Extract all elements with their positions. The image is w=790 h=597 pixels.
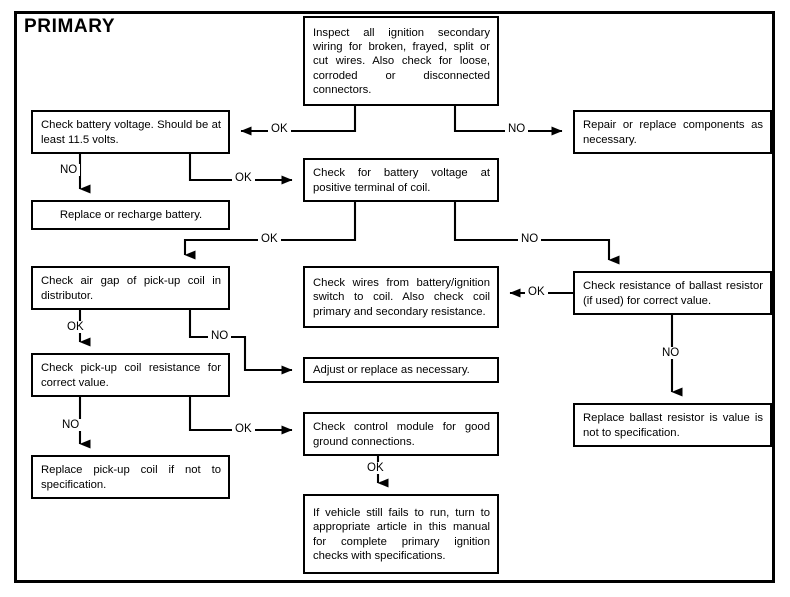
node-replace-pickup-coil[interactable]: Replace pick-up coil if not to specifica… — [31, 455, 230, 499]
edge-label-airgap-to-pickup-res: OK — [64, 321, 87, 333]
node-check-coil-positive-terminal[interactable]: Check for battery voltage at positive te… — [303, 158, 499, 202]
edge-label-ballast-to-check-wires: OK — [525, 286, 548, 298]
edge-label-ballast-to-replace: NO — [659, 347, 683, 359]
edge-label-inspect-to-repair: NO — [505, 123, 529, 135]
node-replace-ballast-resistor[interactable]: Replace ballast resistor is value is not… — [573, 403, 772, 447]
edge-label-control-to-fails: OK — [364, 462, 387, 474]
node-check-control-module[interactable]: Check control module for good ground con… — [303, 412, 499, 456]
node-check-pickup-coil-resistance[interactable]: Check pick-up coil resistance for correc… — [31, 353, 230, 397]
edge-label-battery-to-recharge: NO — [57, 164, 81, 176]
node-adjust-or-replace[interactable]: Adjust or replace as necessary. — [303, 357, 499, 383]
edge-label-inspect-to-battery: OK — [268, 123, 291, 135]
diagram-frame — [14, 11, 775, 583]
edge-label-coil-to-airgap: OK — [258, 233, 281, 245]
node-vehicle-still-fails[interactable]: If vehicle still fails to run, turn to a… — [303, 494, 499, 574]
edge-label-coil-to-ballast: NO — [518, 233, 542, 245]
node-check-ballast-resistance[interactable]: Check resistance of ballast resistor (if… — [573, 271, 772, 315]
edge-label-pickup-res-to-control: OK — [232, 423, 255, 435]
page-title: PRIMARY — [24, 16, 116, 37]
node-check-battery-voltage[interactable]: Check battery voltage. Should be at leas… — [31, 110, 230, 154]
edge-label-battery-to-coil: OK — [232, 172, 255, 184]
node-check-wires-battery-ignition[interactable]: Check wires from battery/ignition switch… — [303, 266, 499, 328]
node-repair-replace-components[interactable]: Repair or replace components as necessar… — [573, 110, 772, 154]
node-replace-recharge-battery[interactable]: Replace or recharge battery. — [31, 200, 230, 230]
node-inspect-wiring[interactable]: Inspect all ignition secondary wiring fo… — [303, 16, 499, 106]
node-check-air-gap[interactable]: Check air gap of pick-up coil in distrib… — [31, 266, 230, 310]
edge-label-pickup-res-to-replace: NO — [59, 419, 83, 431]
edge-label-airgap-to-adjust: NO — [208, 330, 232, 342]
